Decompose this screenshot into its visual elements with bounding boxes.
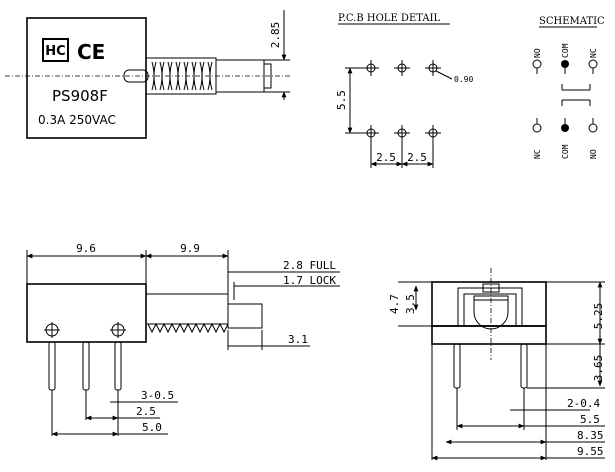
dim-2-5-a: 2.5: [376, 151, 396, 164]
dim-3-65: 3.65: [592, 355, 605, 382]
end-view: 4.7 3.5 5.25 3.65 2-0.4 5.5 8.35 9.55: [388, 268, 605, 461]
dim-5-25: 5.25: [592, 303, 605, 330]
dim-5-5: 5.5: [335, 90, 348, 110]
end-body-base: [431, 325, 547, 345]
end-pins-label: 2-0.4: [567, 397, 600, 410]
lock-label: 1.7 LOCK: [283, 274, 336, 287]
dim-2-85: 2.85: [269, 22, 282, 49]
schematic: SCHEMATIC NO COM NC NC COM NO: [532, 16, 605, 159]
hc-mark-icon: HC: [42, 38, 69, 62]
dim-3-5: 3.5: [404, 294, 417, 314]
pcb-title: P.C.B HOLE DETAIL: [338, 13, 441, 24]
end-body-top: [431, 281, 547, 327]
pins-label: 3-0.5: [141, 389, 174, 402]
svg-text:COM: COM: [561, 43, 570, 58]
svg-text:COM: COM: [561, 144, 570, 159]
svg-text:NC: NC: [533, 149, 542, 159]
dim-3-1: 3.1: [288, 333, 308, 346]
dim-9-9: 9.9: [180, 242, 200, 255]
switch-body-side: [26, 283, 147, 343]
full-label: 2.8 FULL: [283, 259, 336, 272]
dim-2-5-pitch: 2.5: [136, 405, 156, 418]
hole-dia-label: 0.90: [454, 75, 473, 84]
dim-4-7: 4.7: [388, 294, 401, 314]
dim-8-35: 8.35: [577, 429, 604, 442]
dim-5-0: 5.0: [142, 421, 162, 434]
pcb-holes: [363, 60, 441, 141]
svg-text:NO: NO: [589, 149, 598, 159]
ce-mark-icon: CE: [77, 40, 105, 64]
dim-9-55: 9.55: [577, 445, 604, 458]
top-view: HC CE PS908F 0.3A 250VAC 2.85: [5, 10, 290, 139]
actuator-side: [227, 303, 263, 329]
side-view: 9.6 9.9 2.8 FULL 1.7 LOCK 3.1 3-0.5: [26, 242, 340, 437]
svg-text:NO: NO: [533, 48, 542, 58]
model-label: PS908F: [52, 87, 108, 105]
svg-text:HC: HC: [45, 44, 65, 59]
dim-5-5-end: 5.5: [580, 413, 600, 426]
svg-text:NC: NC: [589, 48, 598, 58]
rating-label: 0.3A 250VAC: [38, 113, 116, 127]
schematic-title: SCHEMATIC: [539, 16, 605, 27]
pcb-hole-detail: P.C.B HOLE DETAIL 0.90 5.5 2.5 2.5: [335, 13, 473, 168]
dim-2-5-b: 2.5: [407, 151, 427, 164]
dim-9-6: 9.6: [76, 242, 96, 255]
